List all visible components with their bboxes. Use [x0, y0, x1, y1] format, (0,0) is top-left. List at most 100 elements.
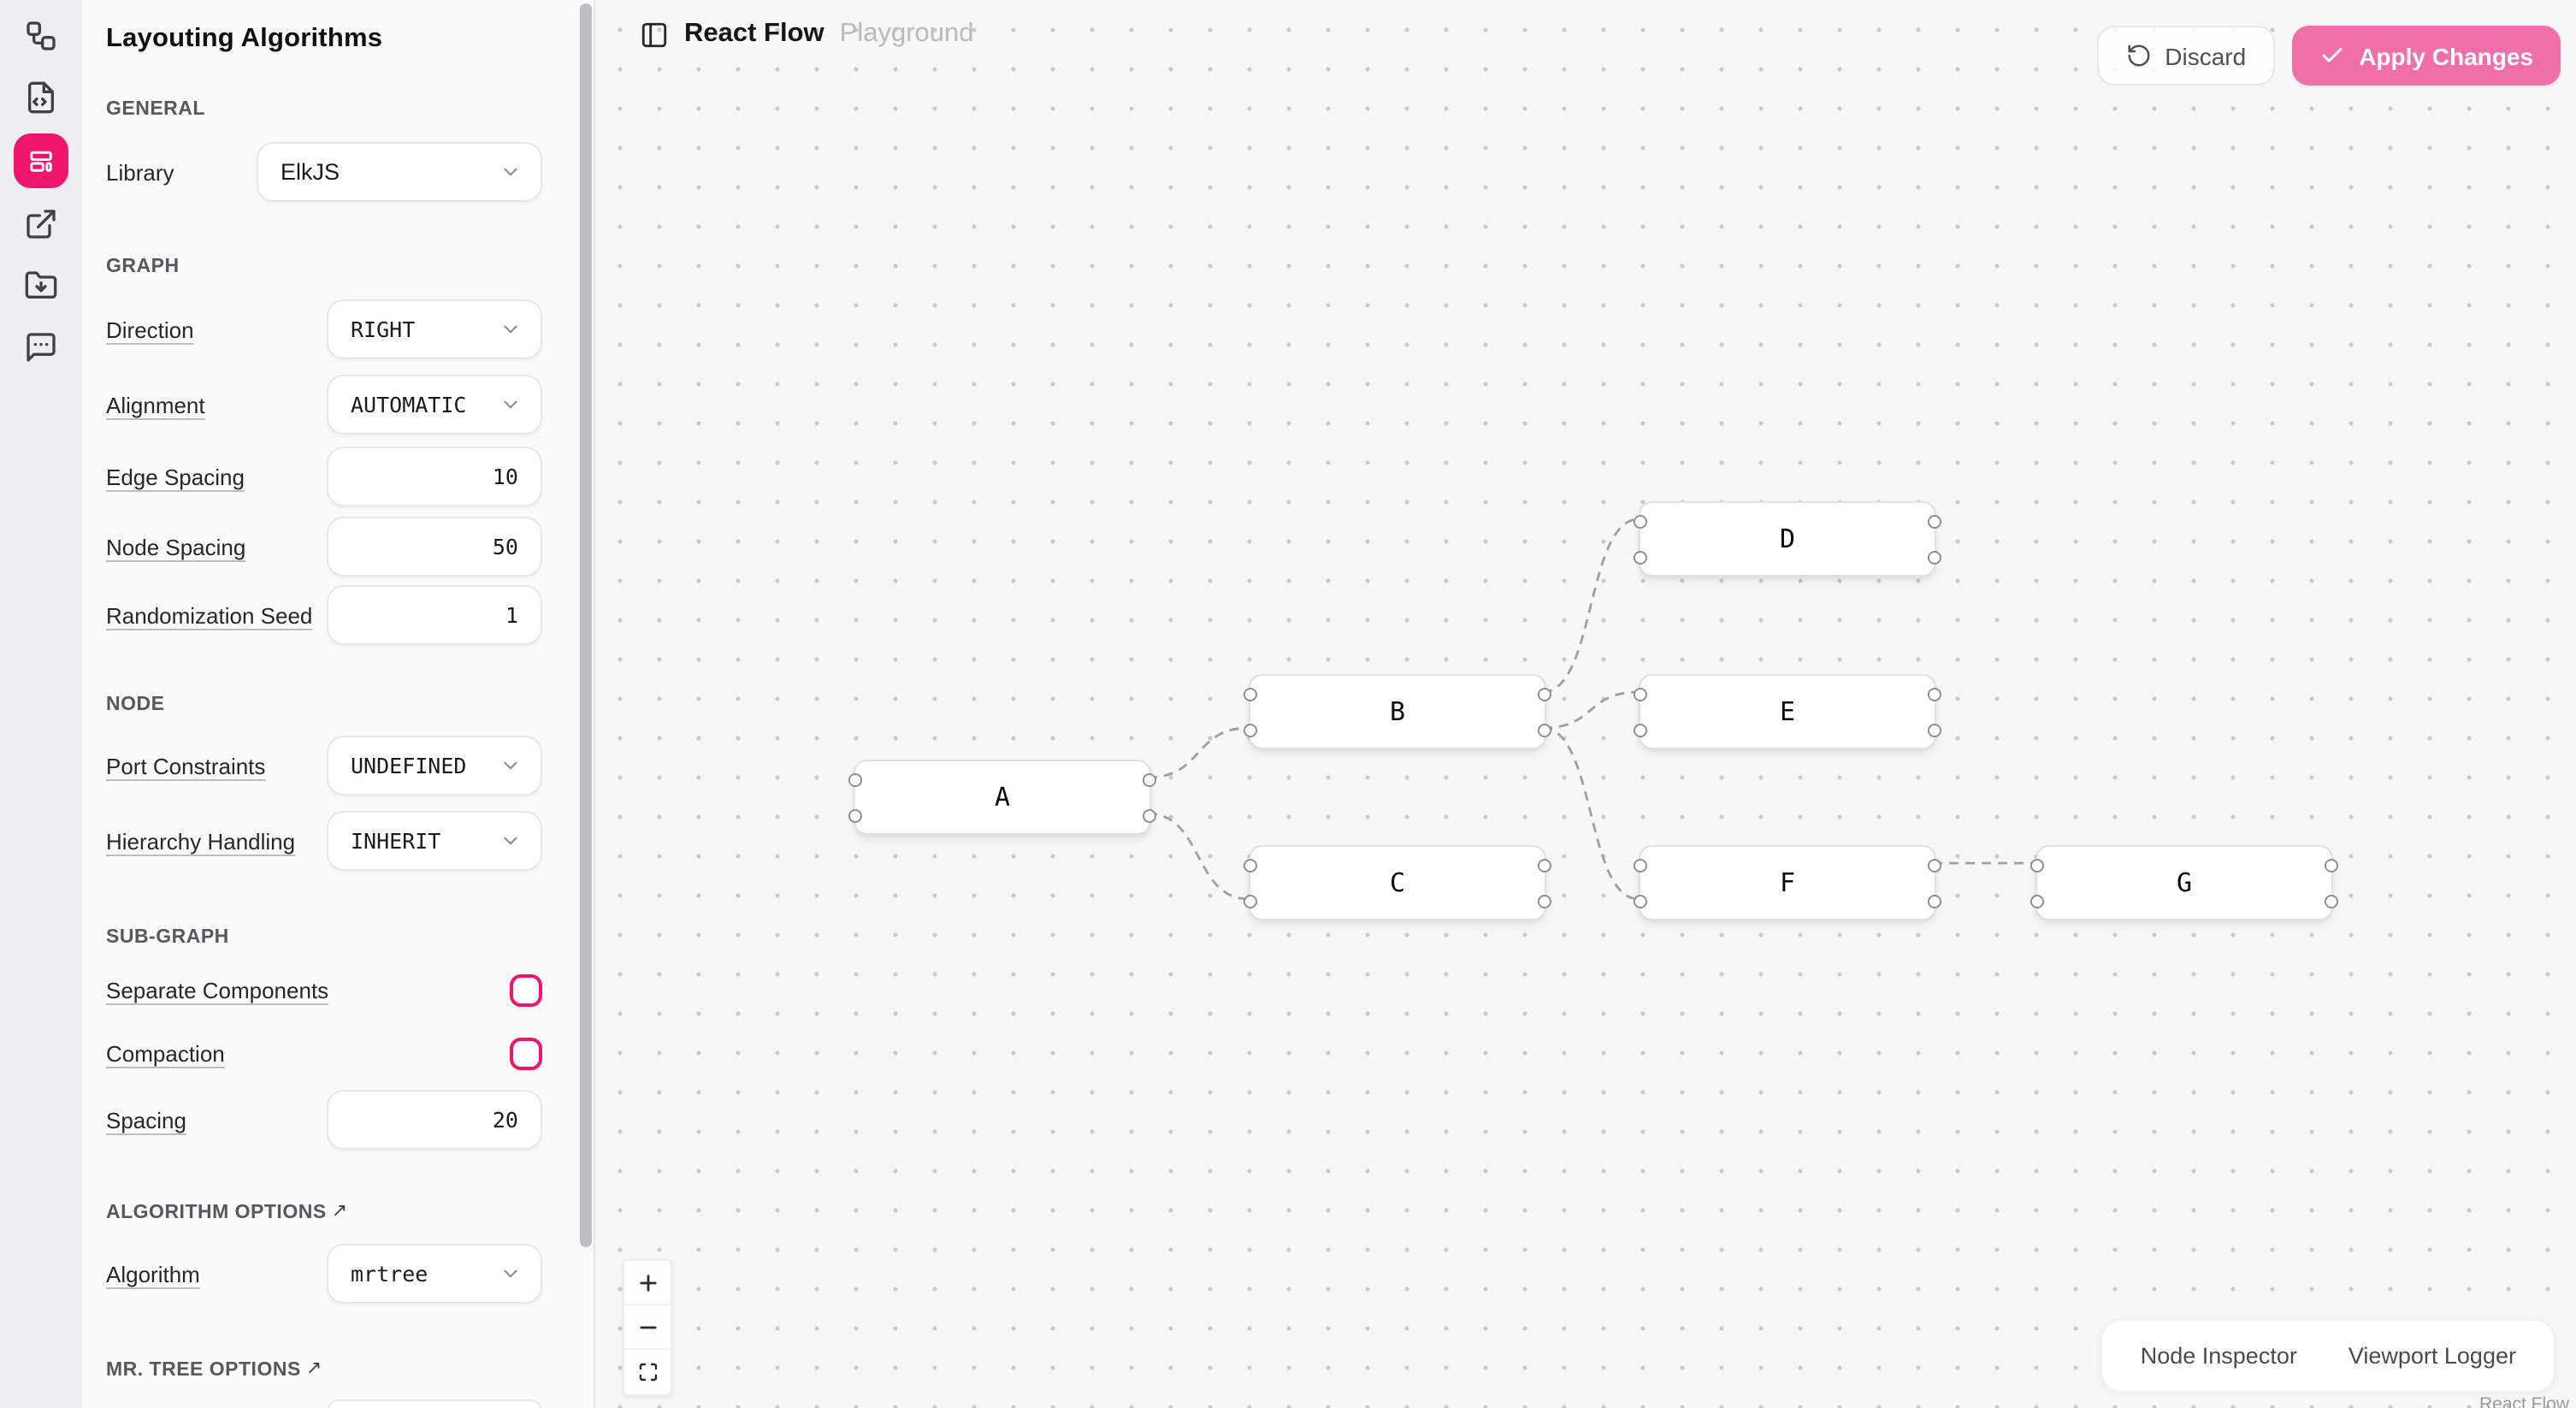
node-handle-rt[interactable]: [1928, 858, 1941, 872]
node-handle-lb[interactable]: [1634, 894, 1647, 908]
section-header-mr-tree-options[interactable]: MR. TREE OPTIONS↗: [106, 1358, 322, 1381]
node-handle-rb[interactable]: [1928, 550, 1941, 564]
panel-scrollbar-thumb[interactable]: [580, 3, 592, 1247]
node-handle-lt[interactable]: [1244, 858, 1257, 872]
edge-b-d[interactable]: [1542, 518, 1640, 694]
flow-node-d[interactable]: D: [1634, 501, 1941, 577]
node-handle-rb[interactable]: [1538, 723, 1551, 737]
apply-changes-label: Apply Changes: [2359, 42, 2533, 69]
rail-item-file-code-icon[interactable]: [21, 77, 62, 118]
compaction-checkbox[interactable]: [510, 1037, 542, 1069]
section-header-graph: GRAPH: [106, 257, 180, 277]
node-handle-rb[interactable]: [1143, 808, 1156, 822]
devtools-panel: Node Inspector Viewport Logger: [2100, 1319, 2555, 1393]
port-constraints-select[interactable]: UNDEFINED: [327, 736, 542, 796]
node-handle-lb[interactable]: [1244, 894, 1257, 908]
edges-layer: [1147, 518, 2035, 901]
node-handle-lb[interactable]: [1634, 723, 1647, 737]
node-handle-lt[interactable]: [1634, 687, 1647, 701]
app-title: React Flow: [684, 19, 824, 48]
hierarchy-handling-select[interactable]: INHERIT: [327, 811, 542, 871]
node-handle-rb[interactable]: [1928, 723, 1941, 737]
flow-node-b[interactable]: B: [1244, 674, 1551, 749]
rail-item-workflow-icon[interactable]: [21, 15, 62, 56]
rail-item-external-link-icon[interactable]: [21, 204, 62, 245]
node-handle-lt[interactable]: [848, 772, 862, 786]
workflow-icon: [24, 19, 58, 53]
edge-b-f[interactable]: [1542, 726, 1640, 901]
node-handle-rt[interactable]: [1538, 687, 1551, 701]
node-handle-lt[interactable]: [1634, 858, 1647, 872]
alignment-select[interactable]: AUTOMATIC: [327, 375, 542, 435]
separate-components-checkbox[interactable]: [510, 973, 542, 1006]
flow-canvas[interactable]: React Flow Playground Discard Apply Chan…: [595, 0, 2576, 1408]
field-label-hierarchy-handling: Hierarchy Handling: [106, 828, 296, 854]
node-handle-rt[interactable]: [1928, 514, 1941, 528]
node-handle-lb[interactable]: [1244, 723, 1257, 737]
node-handle-lb[interactable]: [2030, 894, 2044, 908]
node-label: G: [2176, 867, 2193, 898]
fit-view-button[interactable]: [624, 1350, 671, 1394]
select-value: AUTOMATIC: [351, 392, 467, 417]
node-label: C: [1389, 867, 1406, 898]
node-handle-lb[interactable]: [848, 808, 862, 822]
node-handle-lb[interactable]: [1634, 550, 1647, 564]
node-handle-lt[interactable]: [2030, 858, 2044, 872]
flow-node-a[interactable]: A: [848, 760, 1156, 835]
edge-b-e[interactable]: [1542, 690, 1640, 730]
chevron-down-icon: [499, 1263, 522, 1285]
discard-label: Discard: [2165, 42, 2247, 69]
discard-button[interactable]: Discard: [2096, 26, 2276, 86]
section-header-node: NODE: [106, 695, 165, 715]
field-label-port-constraints: Port Constraints: [106, 753, 266, 778]
node-handle-rb[interactable]: [1928, 894, 1941, 908]
select-value: INHERIT: [351, 828, 441, 854]
zoom-out-button[interactable]: [624, 1305, 671, 1350]
node-handle-rt[interactable]: [1928, 687, 1941, 701]
node-handle-lt[interactable]: [1244, 687, 1257, 701]
select-value: ElkJS: [281, 159, 340, 185]
node-handle-rt[interactable]: [1143, 772, 1156, 786]
fit-view-icon: [637, 1362, 658, 1382]
flow-node-e[interactable]: E: [1634, 674, 1941, 749]
flow-node-c[interactable]: C: [1244, 845, 1551, 920]
rail-item-message-dots-icon[interactable]: [21, 327, 62, 368]
section-header-sub-graph: SUB-GRAPH: [106, 927, 229, 948]
header-actions: Discard Apply Changes: [2096, 26, 2561, 86]
node-handle-rb[interactable]: [2325, 894, 2338, 908]
panel-left-icon[interactable]: [640, 20, 669, 49]
chevron-down-icon: [499, 318, 522, 340]
node-handle-lt[interactable]: [1634, 514, 1647, 528]
select-value: RIGHT: [351, 317, 416, 342]
edge-spacing-input[interactable]: 10: [327, 447, 542, 506]
react-flow-attribution[interactable]: React Flow: [2479, 1394, 2569, 1408]
flow-node-g[interactable]: G: [2030, 845, 2338, 920]
node-spacing-input[interactable]: 50: [327, 517, 542, 577]
field-label-direction: Direction: [106, 317, 194, 342]
apply-changes-button[interactable]: Apply Changes: [2292, 26, 2561, 86]
edge-a-b[interactable]: [1147, 726, 1250, 779]
icon-rail: [0, 0, 82, 1408]
devtools-toggle-node-inspector[interactable]: Node Inspector: [2140, 1343, 2297, 1369]
zoom-in-button[interactable]: [624, 1261, 671, 1305]
node-handle-rb[interactable]: [1538, 894, 1551, 908]
select-value: mrtree: [351, 1261, 428, 1287]
section-header-algorithm-options[interactable]: ALGORITHM OPTIONS↗: [106, 1201, 348, 1223]
rail-item-folder-download-icon[interactable]: [21, 265, 62, 306]
direction-select[interactable]: RIGHT: [327, 299, 542, 359]
devtools-toggle-viewport-logger[interactable]: Viewport Logger: [2348, 1343, 2516, 1369]
panel-title: Layouting Algorithms: [106, 24, 383, 53]
randomization-seed-input[interactable]: 1: [327, 585, 542, 645]
spacing-input[interactable]: 20: [327, 1090, 542, 1150]
library-select[interactable]: ElkJS: [257, 142, 542, 202]
select-value: UNDEFINED: [351, 753, 467, 778]
file-code-icon: [24, 80, 58, 115]
algorithm-select[interactable]: mrtree: [327, 1244, 542, 1304]
node-handle-rt[interactable]: [1538, 858, 1551, 872]
mr-tree-partial-field[interactable]: [327, 1399, 542, 1408]
node-handle-rt[interactable]: [2325, 858, 2338, 872]
rail-item-layout-panel-icon[interactable]: [14, 133, 68, 188]
edge-a-c[interactable]: [1147, 812, 1250, 901]
flow-node-f[interactable]: F: [1634, 845, 1941, 920]
